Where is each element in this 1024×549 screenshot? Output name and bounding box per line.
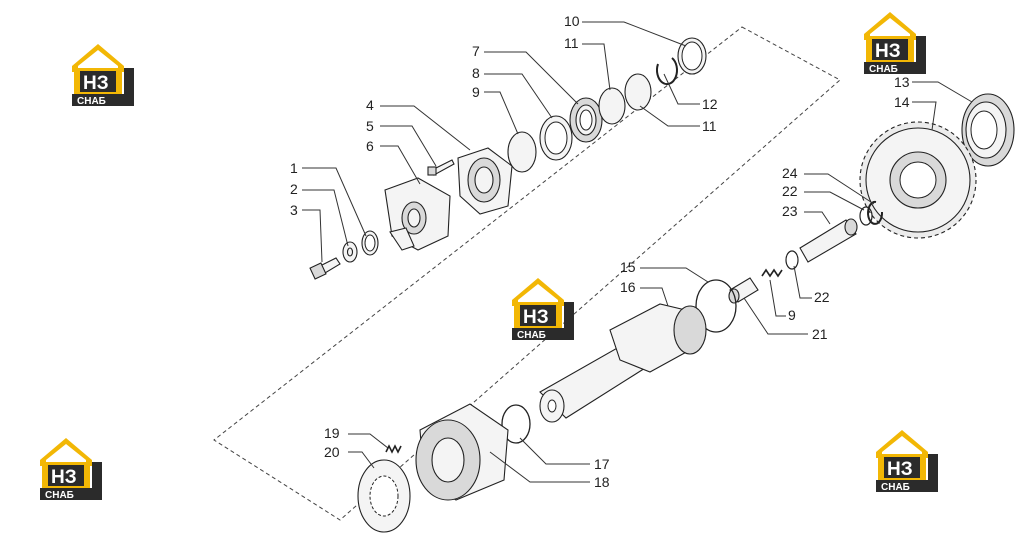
callout-9-right: 9 (788, 307, 796, 323)
callout-10: 10 (564, 13, 580, 29)
part-spring-9-right (761, 268, 783, 278)
callout-15: 15 (620, 259, 636, 275)
logo-top-left: НЗ СНАБ (72, 44, 134, 107)
part-shaft-16 (539, 303, 707, 423)
part-oring-17 (501, 404, 531, 444)
callout-16: 16 (620, 279, 636, 295)
callout-4: 4 (366, 97, 374, 113)
callout-3: 3 (290, 202, 298, 218)
leader-lines (302, 21, 973, 483)
callout-13: 13 (894, 74, 910, 90)
svg-text:НЗ: НЗ (875, 41, 901, 62)
callout-20: 20 (324, 444, 340, 460)
callout-21: 21 (812, 326, 828, 342)
callout-2: 2 (290, 181, 298, 197)
callout-7: 7 (472, 43, 480, 59)
section-boundary (213, 26, 841, 521)
svg-text:СНАБ: СНАБ (869, 64, 898, 75)
part-bearing-13 (961, 93, 1015, 167)
part-washer-2 (342, 241, 358, 263)
part-oring-22b (785, 250, 799, 270)
callout-14: 14 (894, 94, 910, 110)
part-valve-21 (728, 277, 759, 304)
callout-6: 6 (366, 138, 374, 154)
svg-text:НЗ: НЗ (523, 307, 549, 328)
svg-text:НЗ: НЗ (83, 73, 109, 94)
part-oring-15 (695, 279, 737, 333)
part-ring-11a (598, 87, 626, 125)
part-bearing-7 (569, 97, 603, 143)
part-ring-10 (677, 37, 707, 75)
logo-bottom-right: НЗ СНАБ (876, 430, 938, 493)
callout-24: 24 (782, 165, 798, 181)
callout-numbers: 1 2 3 4 5 6 7 8 9 10 11 11 12 13 14 15 1… (290, 13, 910, 490)
callout-19: 19 (324, 425, 340, 441)
svg-text:НЗ: НЗ (51, 467, 77, 488)
callout-5: 5 (366, 118, 374, 134)
part-bolt-3 (309, 257, 341, 280)
part-gear-14 (859, 121, 977, 239)
part-oring-9-upper (507, 131, 537, 173)
part-flange-4 (457, 147, 513, 215)
svg-text:СНАБ: СНАБ (45, 490, 74, 501)
logo-top-right: НЗ СНАБ (864, 12, 926, 75)
callout-1: 1 (290, 160, 298, 176)
part-oring-22a (859, 206, 873, 226)
part-ring-8 (539, 115, 573, 161)
part-screw-5 (427, 159, 455, 176)
part-yoke-6 (384, 177, 451, 251)
svg-text:НЗ: НЗ (887, 459, 913, 480)
part-snapring-24 (867, 200, 884, 225)
callout-12: 12 (702, 96, 718, 112)
part-oring-1 (361, 230, 379, 256)
callout-23: 23 (782, 203, 798, 219)
callout-11-top: 11 (564, 35, 579, 51)
callout-22-upper: 22 (782, 183, 798, 199)
callout-8: 8 (472, 65, 480, 81)
svg-text:СНАБ: СНАБ (517, 330, 546, 341)
callout-18: 18 (594, 474, 610, 490)
part-hub-18 (415, 403, 509, 501)
part-disc-20 (357, 459, 411, 533)
part-ring-11b (624, 73, 652, 111)
logo-bottom-left: НЗ СНАБ (40, 438, 102, 501)
logo-center: НЗ СНАБ (512, 278, 574, 341)
callout-17: 17 (594, 456, 610, 472)
part-snapring-12 (655, 57, 678, 86)
svg-text:СНАБ: СНАБ (77, 96, 106, 107)
part-pin-23 (799, 218, 858, 263)
callout-9-upper: 9 (472, 84, 480, 100)
callout-22-lower: 22 (814, 289, 830, 305)
part-spring-19 (385, 444, 402, 454)
svg-text:СНАБ: СНАБ (881, 482, 910, 493)
callout-11-bottom: 11 (702, 118, 717, 134)
